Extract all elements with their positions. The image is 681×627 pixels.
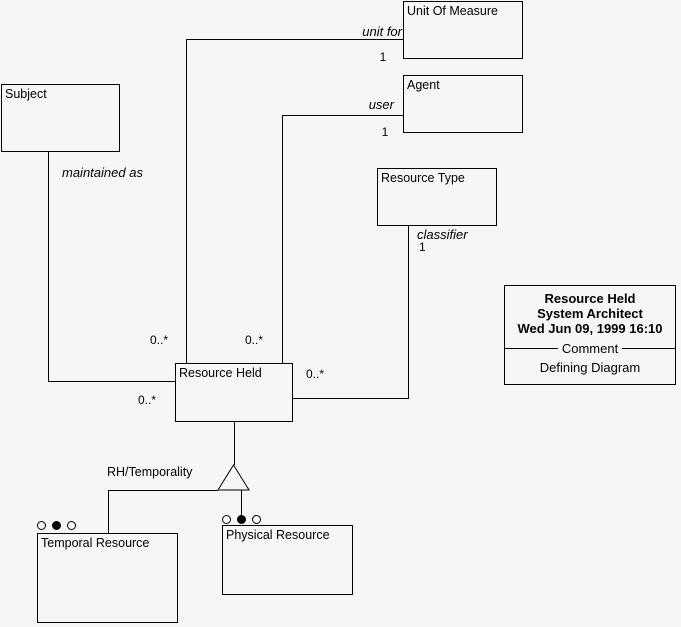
temporal-resource-box[interactable]: Temporal Resource <box>37 533 178 623</box>
physical-branch-line-vertical[interactable] <box>241 490 242 517</box>
cardinality-classifier-many: 0..* <box>306 367 325 381</box>
role-label-unit-for: unit for <box>362 24 402 39</box>
assoc-maintained-as-line-vertical[interactable] <box>48 152 49 382</box>
temporal-subtype-open-circle-icon <box>37 521 46 530</box>
comment-body: Defining Diagram <box>539 360 641 375</box>
comment-separator: Comment <box>505 341 676 356</box>
assoc-classifier-line-horizontal[interactable] <box>293 398 409 399</box>
subject-box-label: Subject <box>5 87 47 101</box>
physical-resource-box[interactable]: Physical Resource <box>222 525 353 595</box>
resource-held-box[interactable]: Resource Held <box>175 363 293 422</box>
physical-resource-box-label: Physical Resource <box>226 528 330 542</box>
physical-subtype-open-circle-icon <box>222 515 231 524</box>
cardinality-classifier-one: 1 <box>419 240 426 254</box>
role-label-user: user <box>368 97 394 112</box>
assoc-unit-for-line-vertical[interactable] <box>186 39 187 364</box>
temporal-resource-box-label: Temporal Resource <box>41 536 150 550</box>
assoc-user-line-vertical[interactable] <box>282 115 283 364</box>
cardinality-unit-for-many: 0..* <box>150 333 169 347</box>
temporal-subtype-open-circle-icon <box>67 521 76 530</box>
cardinality-user-one: 1 <box>381 125 389 139</box>
subject-box[interactable]: Subject <box>1 84 120 152</box>
assoc-maintained-as-line-horizontal[interactable] <box>48 381 175 382</box>
unit-of-measure-box-label: Unit Of Measure <box>407 4 499 18</box>
separator-line-right <box>622 348 676 349</box>
assoc-user-line-horizontal[interactable] <box>282 115 404 116</box>
cardinality-user-many: 0..* <box>245 333 264 347</box>
comment-subtitle: System Architect <box>537 306 643 321</box>
cardinality-unit-for-one: 1 <box>379 50 387 64</box>
temporal-branch-line-horizontal[interactable] <box>108 490 218 491</box>
assoc-classifier-line-vertical[interactable] <box>408 226 409 399</box>
generalization-triangle-icon[interactable] <box>217 464 250 491</box>
temporal-subtype-filled-circle-icon <box>52 521 61 530</box>
role-label-maintained-as: maintained as <box>62 165 143 180</box>
resource-type-box-label: Resource Type <box>381 171 465 185</box>
resource-type-box[interactable]: Resource Type <box>377 168 497 226</box>
role-label-classifier: classifier <box>417 227 468 242</box>
comment-separator-label: Comment <box>561 341 619 356</box>
resource-held-box-label: Resource Held <box>179 366 262 380</box>
comment-box[interactable]: Resource Held System Architect Wed Jun 0… <box>504 285 676 385</box>
temporal-branch-line-vertical[interactable] <box>108 490 109 533</box>
assoc-unit-for-line-horizontal[interactable] <box>186 39 404 40</box>
comment-timestamp: Wed Jun 09, 1999 16:10 <box>517 321 663 336</box>
agent-box-label: Agent <box>407 78 440 92</box>
comment-title: Resource Held <box>544 291 636 306</box>
generalization-label-rh-temporality: RH/Temporality <box>107 465 193 479</box>
physical-subtype-open-circle-icon <box>252 515 261 524</box>
physical-subtype-filled-circle-icon <box>237 515 246 524</box>
separator-line-left <box>505 348 558 349</box>
cardinality-maintained-as-many: 0..* <box>138 393 157 407</box>
agent-box[interactable]: Agent <box>403 75 523 133</box>
unit-of-measure-box[interactable]: Unit Of Measure <box>403 1 523 59</box>
generalization-stem-line[interactable] <box>234 422 235 465</box>
